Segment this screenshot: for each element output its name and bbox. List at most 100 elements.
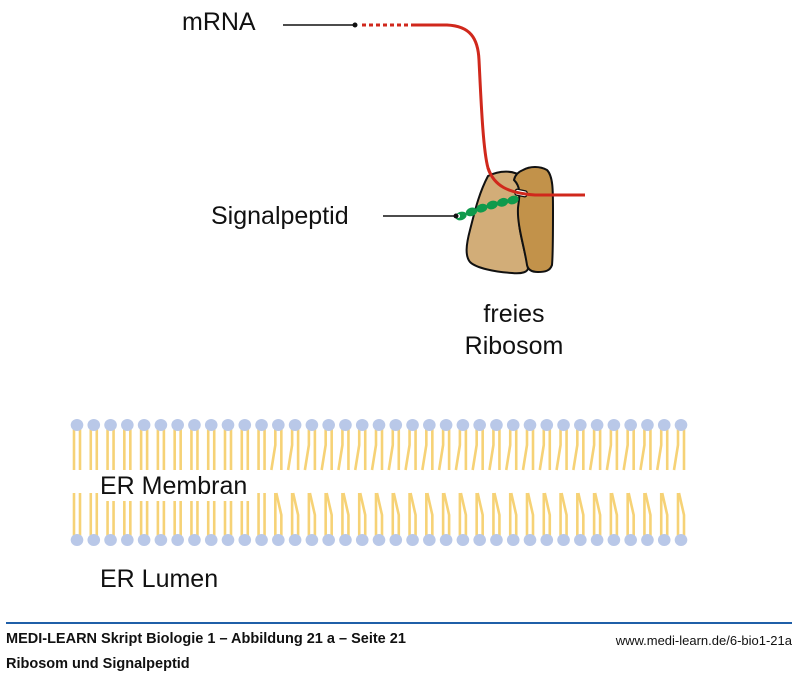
lipid-head	[590, 419, 604, 431]
lipid-tail	[493, 492, 501, 540]
lipid-head	[121, 534, 134, 546]
lipid-tail	[370, 425, 378, 471]
lipid-tail	[426, 492, 434, 540]
lipid-tail	[303, 425, 311, 471]
lipid-head	[339, 419, 352, 431]
mrna-label: mRNA	[182, 8, 256, 36]
lipid-tail	[375, 492, 384, 540]
lipid-head	[221, 419, 235, 431]
er-lumen-label: ER Lumen	[100, 565, 219, 593]
lipid-tail	[325, 492, 333, 540]
lipid-head	[423, 534, 436, 546]
lipid-tail	[560, 492, 568, 540]
lipid-head	[607, 419, 621, 431]
lipid-tail	[655, 425, 663, 471]
lipid-tail	[672, 425, 680, 471]
lipid-head	[540, 534, 554, 546]
lipid-head	[322, 419, 335, 431]
lipid-tail	[639, 425, 646, 471]
lipid-tail	[387, 425, 395, 471]
lipid-head	[590, 534, 604, 546]
lipid-head	[137, 534, 151, 546]
lipid-head	[456, 419, 470, 431]
lipid-head	[674, 534, 688, 546]
lipid-tail	[504, 425, 512, 471]
lipid-tail	[538, 425, 546, 471]
lipid-tail	[442, 492, 451, 540]
lipid-head	[188, 534, 201, 546]
lipid-head	[238, 534, 252, 546]
lipid-head	[221, 534, 235, 546]
lipid-tail	[275, 492, 283, 540]
lipid-head	[473, 534, 486, 546]
lipid-head	[439, 534, 453, 546]
signalpeptide-bead	[486, 200, 498, 210]
lipid-head	[490, 534, 503, 546]
lipid-tail	[577, 492, 585, 540]
lipid-head	[657, 419, 671, 431]
er-membrane-bilayer	[70, 419, 688, 546]
lipid-tail	[622, 425, 629, 471]
free-ribosome-label: freies Ribosom	[464, 298, 564, 362]
lipid-head	[322, 534, 335, 546]
signalpeptide-bead	[476, 203, 488, 213]
lipid-head	[70, 534, 84, 546]
lipid-head	[87, 419, 101, 431]
lipid-tail	[660, 492, 669, 540]
lipid-head	[255, 534, 268, 546]
lipid-head	[255, 419, 268, 431]
lipid-tail	[437, 425, 445, 471]
lipid-tail	[605, 425, 613, 471]
signalpeptide-bead	[496, 197, 509, 207]
lipid-head	[523, 419, 537, 431]
lipid-head	[288, 534, 302, 546]
lipid-tail	[459, 492, 468, 540]
footer-subtitle: Ribosom und Signalpeptid	[6, 656, 190, 672]
lipid-head	[389, 419, 403, 431]
lipid-tail	[392, 492, 401, 540]
lipid-head	[389, 534, 403, 546]
lipid-head	[557, 534, 570, 546]
lipid-tail	[308, 492, 317, 540]
lipid-head	[305, 419, 319, 431]
lipid-head	[372, 419, 386, 431]
lipid-tail	[593, 492, 602, 540]
lipid-tail	[543, 492, 552, 540]
lipid-head	[104, 534, 117, 546]
lipid-tail	[572, 425, 579, 471]
lipid-tail	[509, 492, 518, 540]
lipid-head	[406, 534, 419, 546]
lipid-tail	[610, 492, 619, 540]
lipid-tail	[454, 425, 462, 471]
footer-title: MEDI-LEARN Skript Biologie 1 – Abbildung…	[6, 631, 406, 647]
lipid-tail	[521, 425, 529, 471]
lipid-head	[439, 419, 453, 431]
lipid-head	[674, 419, 688, 431]
lipid-head	[624, 419, 637, 431]
lipid-tail	[286, 425, 294, 471]
lipid-tail	[476, 492, 484, 540]
free-ribosome-label-line1: freies	[483, 300, 545, 328]
lipid-tail	[588, 425, 596, 471]
lipid-head	[506, 534, 520, 546]
footer-divider	[6, 622, 792, 624]
mrna-strand	[412, 23, 585, 197]
lipid-head	[87, 534, 101, 546]
signalpeptide-bead	[507, 195, 519, 205]
lipid-head	[272, 534, 285, 546]
signalpeptide-bead	[455, 211, 467, 221]
lipid-tail	[320, 425, 327, 471]
footer-url-link[interactable]: www.medi-learn.de/6-bio1-21a	[615, 633, 792, 648]
lipid-head	[204, 534, 218, 546]
lipid-tail	[644, 492, 652, 540]
lipid-tail	[488, 425, 495, 471]
lipid-tail	[421, 425, 428, 471]
lipid-head	[490, 419, 503, 431]
lipid-head	[624, 534, 637, 546]
lipid-tail	[404, 425, 411, 471]
lipid-head	[456, 534, 470, 546]
lipid-head	[171, 534, 184, 546]
lipid-head	[154, 534, 168, 546]
er-membrane-label: ER Membran	[100, 472, 252, 501]
